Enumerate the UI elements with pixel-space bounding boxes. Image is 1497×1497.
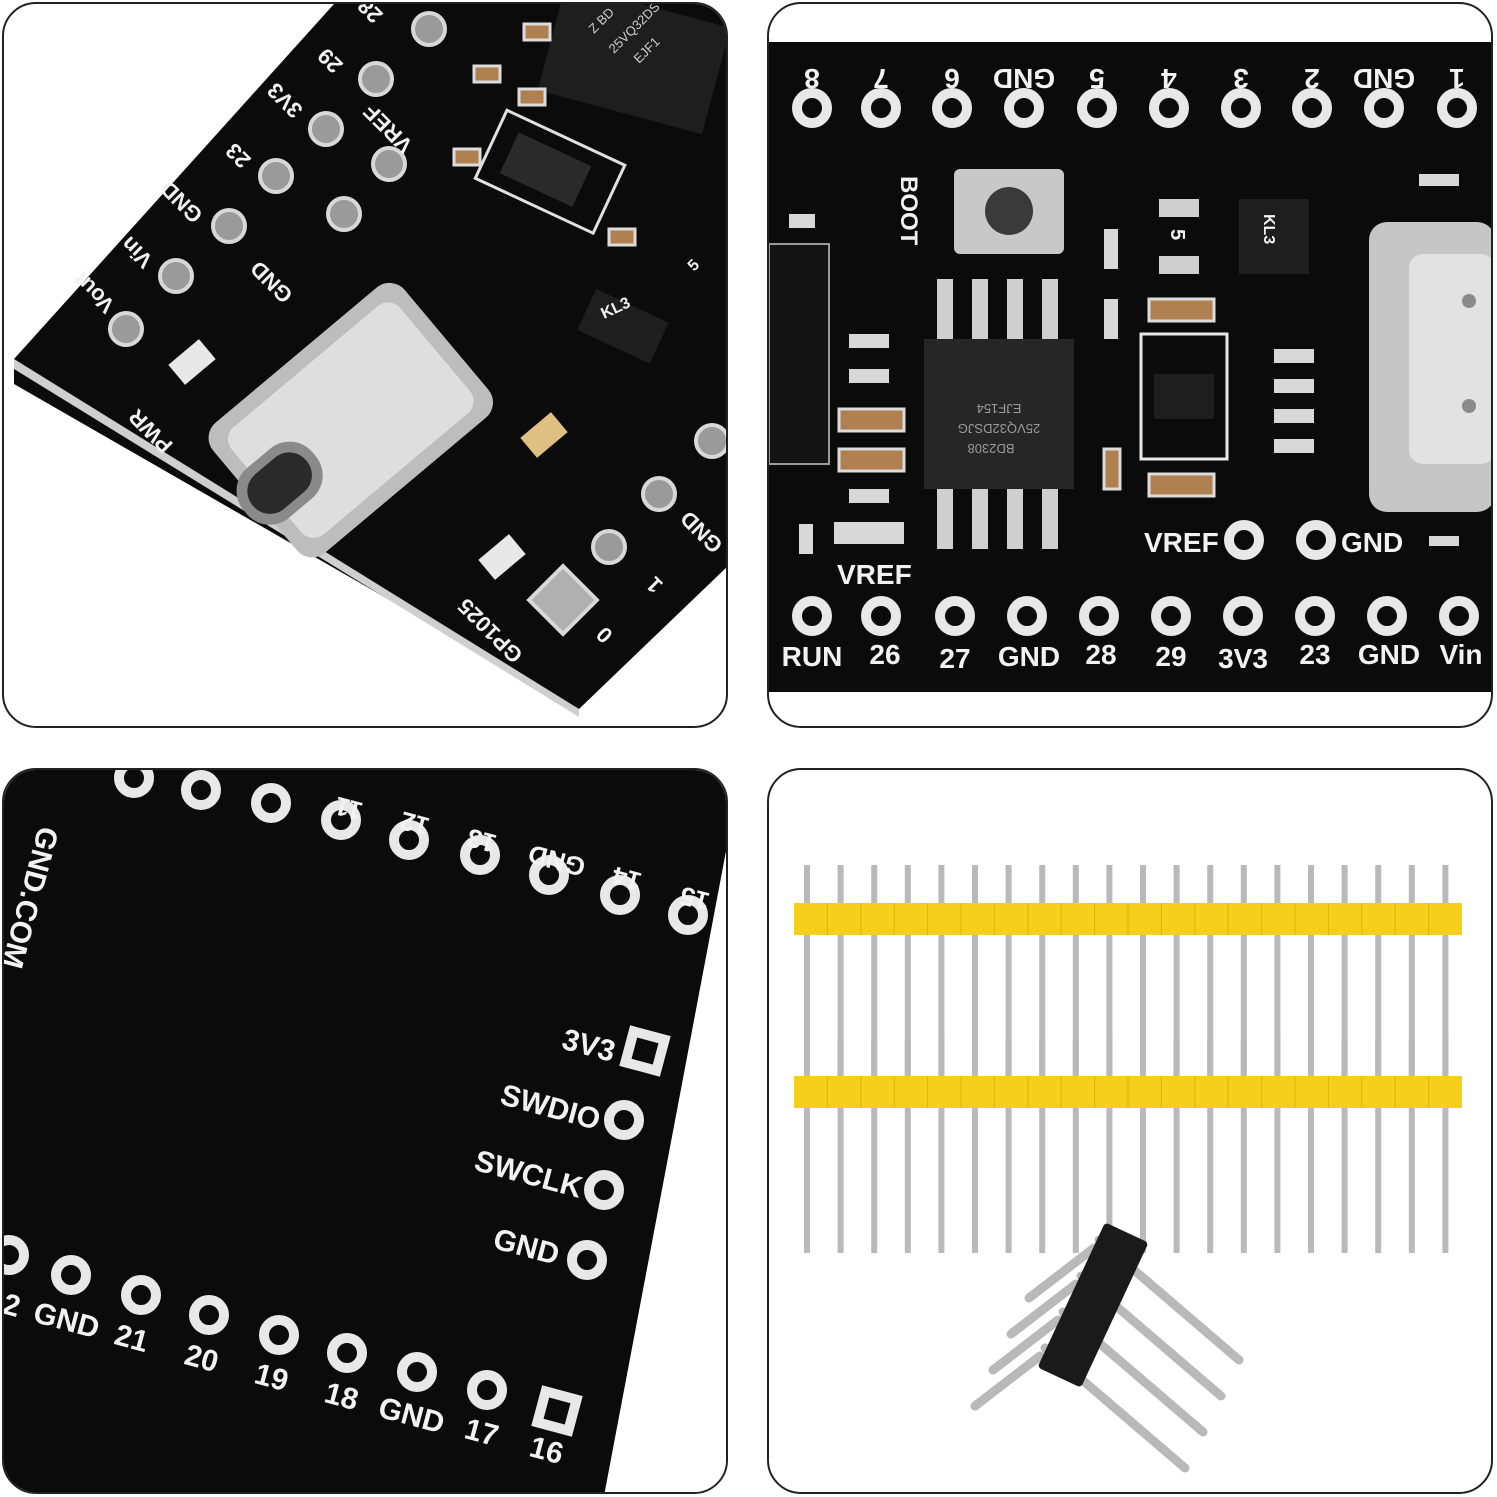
flash-chip-text-1: BD2308 <box>968 441 1015 456</box>
header-pin <box>1173 1038 1180 1253</box>
flash-chip-text-3: EJF154 <box>977 401 1022 416</box>
header-pin <box>1039 1038 1046 1253</box>
header-pin <box>1005 1038 1012 1253</box>
header-pin <box>1341 865 1348 1080</box>
header-pin <box>1240 865 1247 1080</box>
header-pin <box>1039 865 1046 1080</box>
resistor-5-text: 5 <box>1166 229 1188 240</box>
board-top-view-panel: 8 7 6 GND 5 4 3 2 GND 1 BOOT <box>767 2 1493 728</box>
header-pin <box>1375 865 1382 1080</box>
top-pin-label-1: 1 <box>1449 63 1465 94</box>
boot-label: BOOT <box>895 176 922 246</box>
flash-chip <box>924 339 1074 489</box>
angled-pin-short <box>1006 1279 1081 1339</box>
gnd-mid-label: GND <box>1341 527 1403 558</box>
header-pin <box>1442 1038 1449 1253</box>
header-pin <box>804 1038 810 1253</box>
top-pin-label-4: 4 <box>1161 63 1177 94</box>
straight-header-row-1 <box>794 865 1462 1080</box>
vref-left-label: VREF <box>837 559 912 590</box>
header-pin <box>1173 865 1180 1080</box>
header-pin <box>871 1038 878 1253</box>
top-pin-label-3: 3 <box>1233 63 1249 94</box>
header-pin <box>1140 1038 1146 1253</box>
header-pin <box>1308 865 1314 1080</box>
header-pin <box>1341 1038 1348 1253</box>
bottom-pin-label-gnd1: GND <box>998 641 1060 672</box>
angled-header-body <box>1038 1223 1148 1387</box>
angled-pin-short <box>988 1315 1063 1375</box>
top-pin-label-5: 5 <box>1089 63 1105 94</box>
header-pin <box>1072 1038 1079 1253</box>
bottom-pin-label-27: 27 <box>939 643 970 674</box>
header-pin <box>1207 1038 1214 1253</box>
header-pin <box>1408 865 1415 1080</box>
angled-pin-short <box>1024 1243 1099 1303</box>
board-top-illustration: 8 7 6 GND 5 4 3 2 GND 1 BOOT <box>769 42 1491 692</box>
pin-headers-illustration <box>794 865 1462 1473</box>
header-pin <box>1106 1038 1113 1253</box>
header-pin <box>1005 865 1012 1080</box>
bottom-pin-label-28: 28 <box>1085 639 1116 670</box>
header-pin <box>904 1038 911 1253</box>
flash-chip-text-2: 25VQ32DSJG <box>958 421 1040 436</box>
header-pin <box>1442 865 1449 1080</box>
header-pin <box>1274 865 1281 1080</box>
header-pin <box>1240 1038 1247 1253</box>
bottom-pin-label-vin: Vin <box>1439 639 1482 670</box>
usb-c-connector <box>208 282 494 558</box>
bottom-pin-label-29: 29 <box>1155 641 1186 672</box>
header-pin <box>837 865 844 1080</box>
header-pin <box>1207 865 1214 1080</box>
header-pin <box>1375 1038 1382 1253</box>
header-pin <box>871 865 878 1080</box>
header-pin <box>938 1038 945 1253</box>
header-pin <box>1072 865 1079 1080</box>
header-pin <box>1106 865 1113 1080</box>
bottom-pin-label-23: 23 <box>1299 639 1330 670</box>
header-pin <box>1140 865 1146 1080</box>
angled-pin-short <box>970 1351 1045 1411</box>
header-pin <box>938 865 945 1080</box>
vref-mid-label: VREF <box>1144 527 1219 558</box>
top-pin-label-2: 2 <box>1304 63 1320 94</box>
bottom-pin-label-gnd2: GND <box>1358 639 1420 670</box>
board-angled-illustration: 28 29 3V3 23 GND Vin Vout VREF GND PWR G… <box>14 4 726 717</box>
header-pin <box>904 865 911 1080</box>
header-pin <box>837 1038 844 1253</box>
board-back-illustration: 11 12 13 GND 14 15 GND.COM 3V3 SWDIO SWC… <box>4 770 726 1492</box>
straight-header-row-2 <box>794 1038 1462 1253</box>
top-pin-label-6: 6 <box>944 63 960 94</box>
pin-headers-panel <box>767 768 1493 1494</box>
right-angle-header <box>970 1223 1244 1473</box>
bottom-pin-label-run: RUN <box>782 641 843 672</box>
board-back-view-panel: 11 12 13 GND 14 15 GND.COM 3V3 SWDIO SWC… <box>2 768 728 1494</box>
top-pin-label-7: 7 <box>873 63 889 94</box>
board-angled-closeup-panel: 28 29 3V3 23 GND Vin Vout VREF GND PWR G… <box>2 2 728 728</box>
bottom-pin-label-3v3: 3V3 <box>1218 643 1268 674</box>
top-pin-label-8: 8 <box>804 63 820 94</box>
regulator-kl3-text: KL3 <box>1260 214 1277 244</box>
header-pin <box>1408 1038 1415 1253</box>
header-pin <box>1274 1038 1281 1253</box>
header-pin <box>972 865 978 1080</box>
header-pin <box>972 1038 978 1253</box>
header-pin <box>804 865 810 1080</box>
header-pin <box>1308 1038 1314 1253</box>
bottom-pin-label-26: 26 <box>869 639 900 670</box>
